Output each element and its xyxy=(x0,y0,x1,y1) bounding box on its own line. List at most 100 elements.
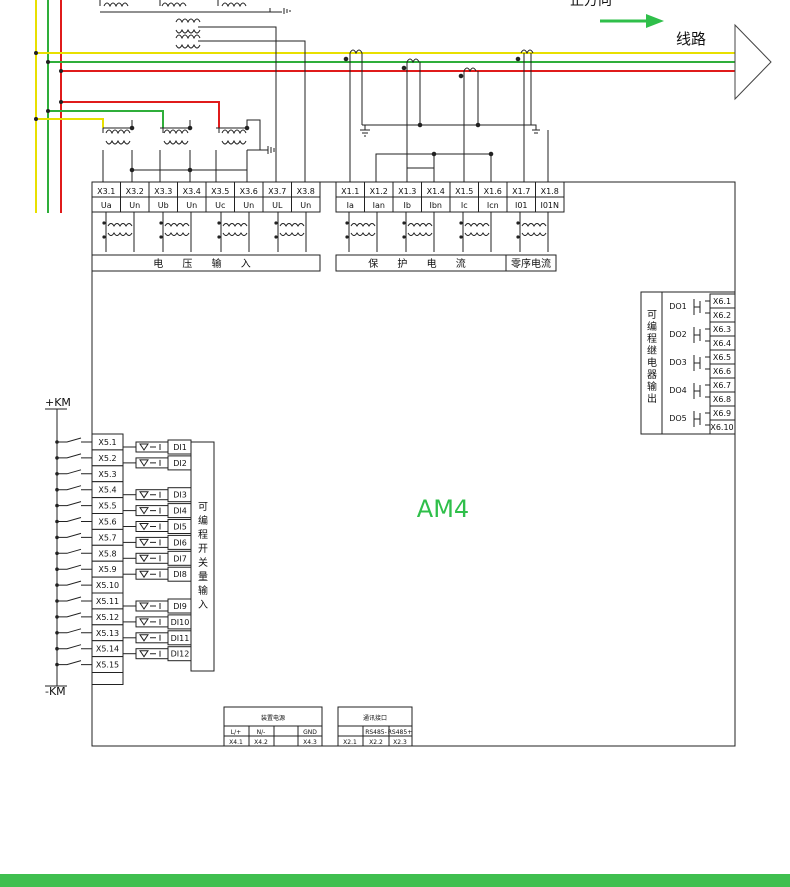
di-input-label: DI1 xyxy=(173,443,187,452)
voltage-terminal-strip: X3.1UaX3.2UnX3.3UbX3.4UnX3.5UcX3.6UnX3.7… xyxy=(91,181,321,213)
power-terminal: X4.2 xyxy=(254,739,268,746)
di-input-label: DI3 xyxy=(173,491,187,500)
terminal-label: X1.3 xyxy=(398,187,416,196)
plus-km-label: +KM xyxy=(45,396,71,409)
comm-signal: RS485- xyxy=(365,729,387,736)
di-input-label: DI10 xyxy=(171,618,190,627)
di-caption-char: 输 xyxy=(198,584,208,597)
di-terminal-label: X5.13 xyxy=(96,629,119,638)
relay-terminal-label: X6.9 xyxy=(713,409,731,418)
power-signal: GND xyxy=(303,729,317,736)
signal-label: Un xyxy=(186,201,197,210)
comm-title: 通讯接口 xyxy=(363,714,387,722)
di-caption-char: 开 xyxy=(198,544,208,555)
minus-km-label: -KM xyxy=(45,685,66,698)
top-pt-symbol xyxy=(99,0,306,182)
terminal-label: X3.6 xyxy=(240,187,258,196)
relay-caption-char: 输 xyxy=(647,380,657,393)
relay-terminal-label: X6.2 xyxy=(713,311,731,320)
signal-label: Un xyxy=(243,201,254,210)
power-block: 装置电源 L/+ N/- GND X4.1 X4.2 X4.3 xyxy=(223,706,323,747)
di-terminal-label: X5.14 xyxy=(96,645,119,654)
relay-caption-char: 继 xyxy=(647,344,657,357)
comm-terminal: X2.1 xyxy=(343,739,357,746)
terminal-label: X1.4 xyxy=(427,187,445,196)
di-input-label: DI11 xyxy=(171,634,190,643)
di-terminal-label: X5.6 xyxy=(98,518,116,527)
relay-terminal-label: X6.8 xyxy=(713,395,731,404)
terminal-label: X1.5 xyxy=(455,187,473,196)
di-caption-char: 编 xyxy=(198,514,208,527)
terminal-label: X3.5 xyxy=(211,187,229,196)
di-terminal-label: X5.8 xyxy=(98,549,116,558)
power-terminal: X4.3 xyxy=(303,739,317,746)
relay-terminal-label: X6.10 xyxy=(710,423,733,432)
di-input-label: DI5 xyxy=(173,523,187,532)
voltage-input-caption: 电 压 输 入 xyxy=(153,257,259,270)
line-end-arrow xyxy=(734,23,772,101)
di-caption-char: 关 xyxy=(198,556,208,569)
bottom-accent-bar xyxy=(0,874,790,887)
di-terminal-label: X5.7 xyxy=(98,533,116,542)
internal-transformer-symbols xyxy=(102,212,549,252)
relay-terminal-label: X6.5 xyxy=(713,353,731,362)
terminal-label: X3.1 xyxy=(97,187,115,196)
di-terminal-label: X5.11 xyxy=(96,597,119,606)
terminal-label: X1.2 xyxy=(370,187,388,196)
digital-input-block: X5.1X5.2X5.3X5.4X5.5X5.6X5.7X5.8X5.9X5.1… xyxy=(55,433,215,685)
di-input-label: DI2 xyxy=(173,459,187,468)
line-label: 线路 xyxy=(676,30,706,48)
relay-caption-char: 编 xyxy=(647,320,657,333)
signal-label: Un xyxy=(300,201,311,210)
comm-signal: RS485+ xyxy=(388,729,412,736)
relay-output-label: DO1 xyxy=(669,302,687,311)
relay-output-label: DO5 xyxy=(669,414,687,423)
comm-terminal: X2.2 xyxy=(369,739,383,746)
zero-seq-current-caption: 零序电流 xyxy=(511,257,551,270)
relay-caption-char: 电 xyxy=(647,356,657,369)
terminal-label: X3.8 xyxy=(297,187,315,196)
signal-label: Ian xyxy=(373,201,385,210)
di-terminal-label: X5.9 xyxy=(98,565,116,574)
terminal-label: X1.7 xyxy=(512,187,530,196)
di-input-label: DI4 xyxy=(173,507,187,516)
signal-label: Ub xyxy=(158,201,169,210)
direction-arrow xyxy=(600,14,664,28)
di-terminal-label: X5.10 xyxy=(96,581,119,590)
di-terminal-label: X5.2 xyxy=(98,454,116,463)
relay-terminal-label: X6.1 xyxy=(713,297,731,306)
di-caption-char: 入 xyxy=(198,600,208,611)
device-name: AM4 xyxy=(417,495,469,523)
signal-label: Ia xyxy=(347,201,354,210)
power-signal: L/+ xyxy=(231,729,241,736)
relay-output-block: 可编程继电器输出DO1DO2DO3DO4DO5X6.1X6.2X6.3X6.4X… xyxy=(640,291,736,435)
power-signal: N/- xyxy=(257,729,266,736)
relay-output-label: DO4 xyxy=(669,386,687,395)
di-caption-char: 量 xyxy=(198,571,208,583)
di-input-label: DI7 xyxy=(173,554,187,563)
terminal-label: X3.2 xyxy=(126,187,144,196)
relay-caption-char: 出 xyxy=(647,392,657,405)
di-terminal-label: X5.3 xyxy=(98,470,116,479)
signal-label: Un xyxy=(129,201,140,210)
comm-block: 通讯接口 RS485- RS485+ X2.1 X2.2 X2.3 xyxy=(337,706,413,747)
di-input-label: DI12 xyxy=(171,650,190,659)
power-terminal: X4.1 xyxy=(229,739,243,746)
signal-label: Ib xyxy=(404,201,411,210)
di-terminal-label: X5.4 xyxy=(98,486,116,495)
di-terminal-label: X5.5 xyxy=(98,502,116,511)
signal-label: Icn xyxy=(487,201,499,210)
comm-terminal: X2.3 xyxy=(393,739,407,746)
di-caption-char: 程 xyxy=(198,529,208,541)
terminal-label: X1.1 xyxy=(341,187,359,196)
relay-caption-char: 可 xyxy=(647,310,657,321)
current-transformers xyxy=(343,49,549,182)
relay-terminal-label: X6.3 xyxy=(713,325,731,334)
relay-output-label: DO3 xyxy=(669,358,687,367)
di-terminal-label: X5.12 xyxy=(96,613,119,622)
terminal-label: X3.7 xyxy=(268,187,286,196)
di-caption-char: 可 xyxy=(198,502,208,513)
direction-label: 正方向 xyxy=(570,0,612,9)
di-input-label: DI6 xyxy=(173,538,187,547)
